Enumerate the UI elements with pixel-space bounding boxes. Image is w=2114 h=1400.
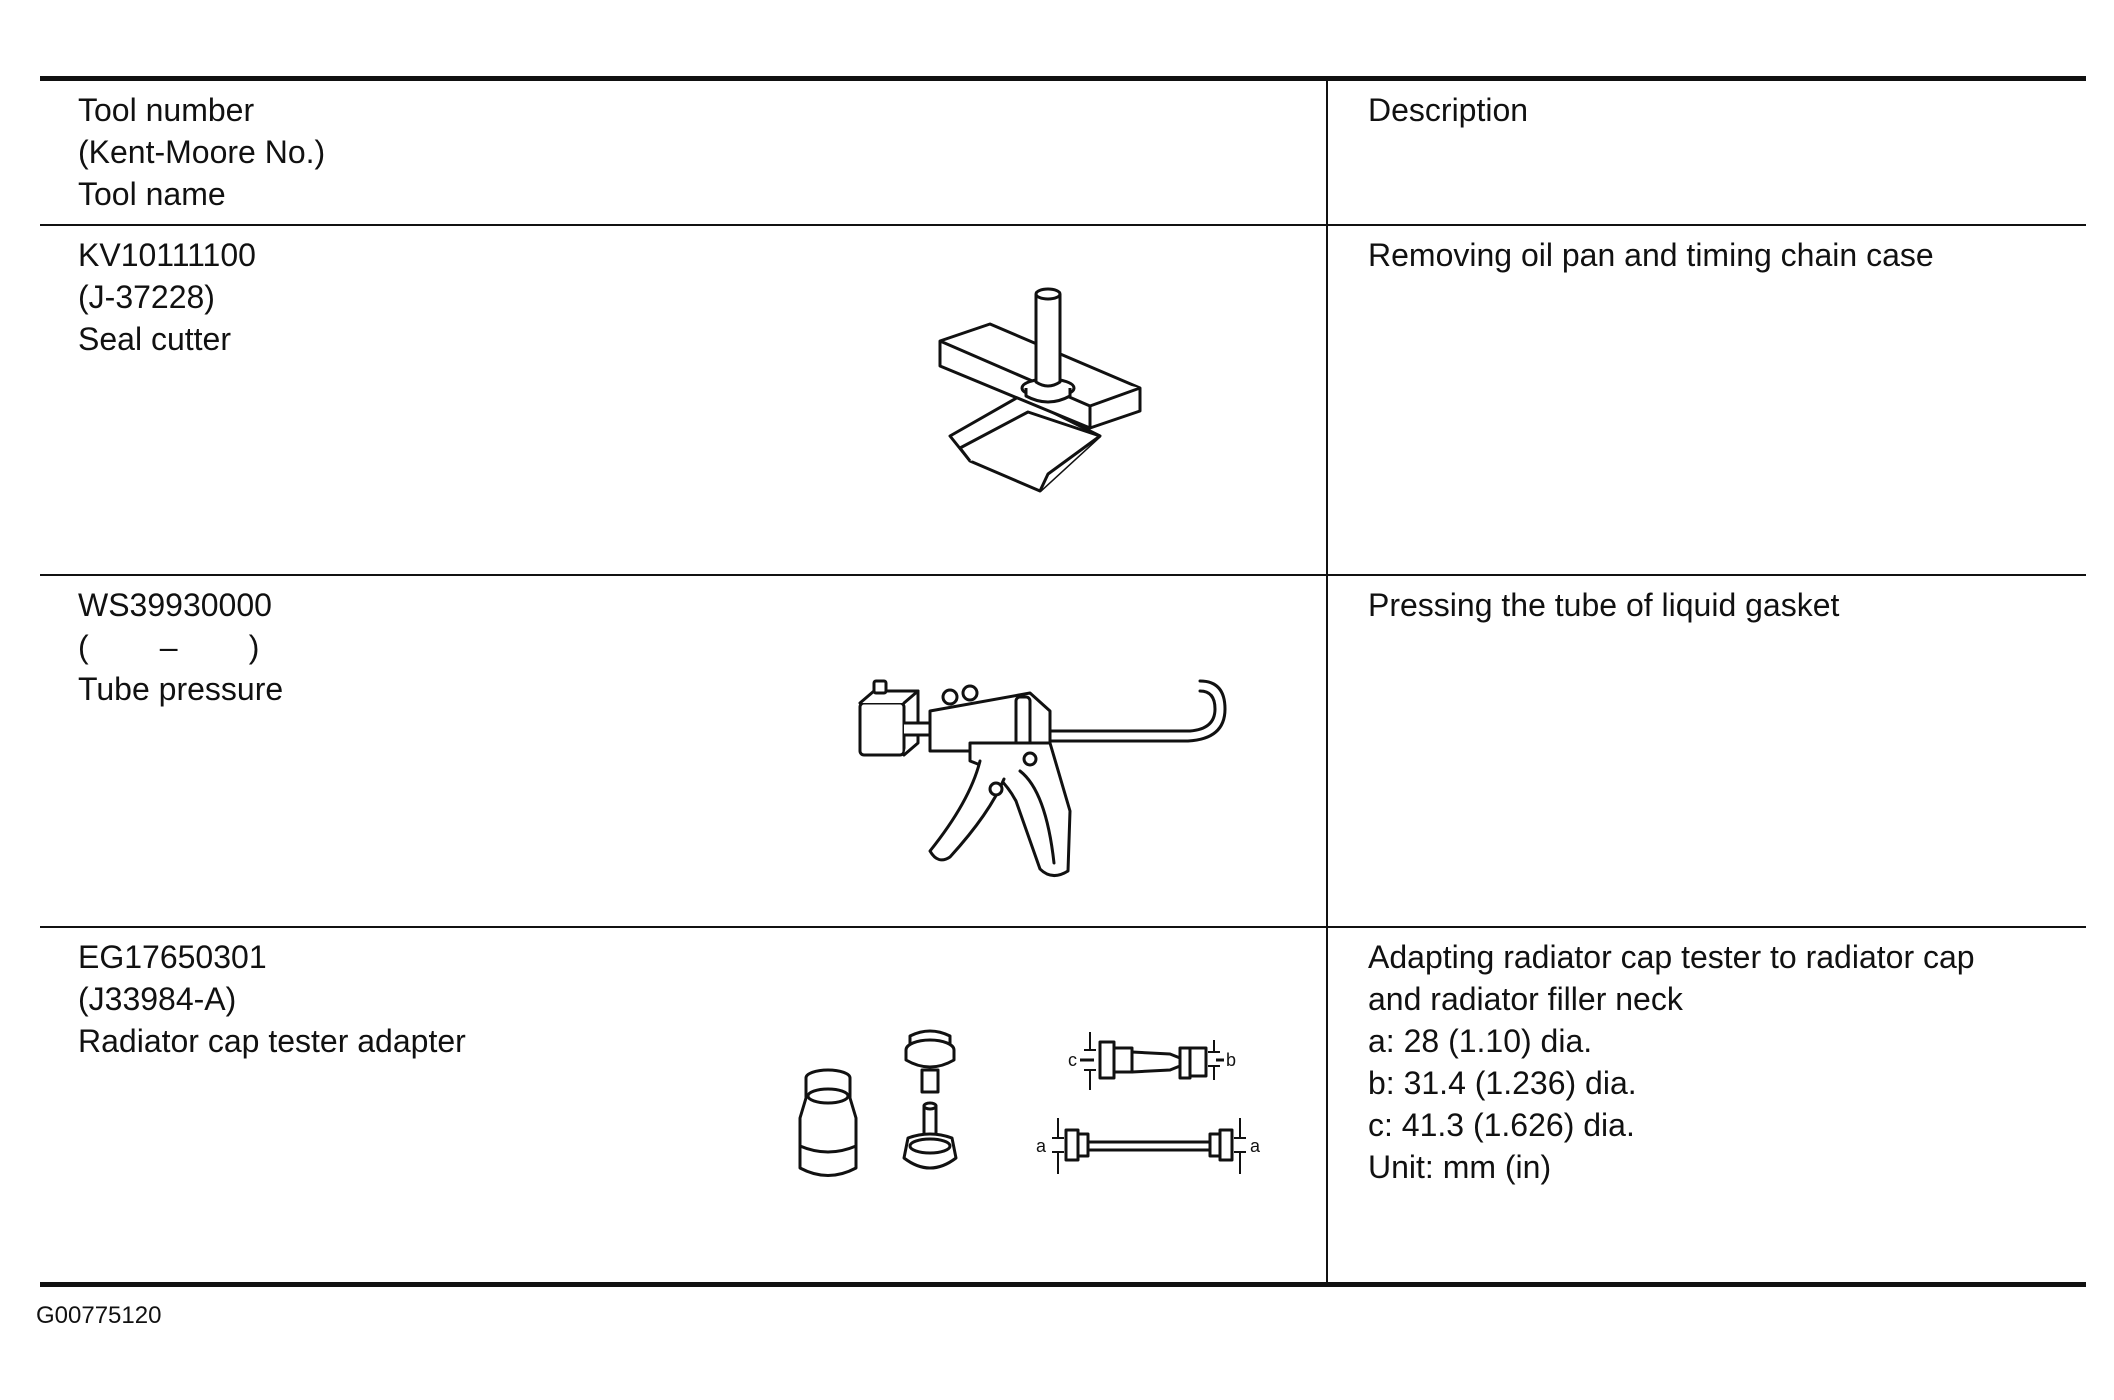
table-row: WS39930000 ( – ) Tube pressure (40, 574, 2086, 926)
kent-moore-number: (J-37228) (78, 279, 215, 315)
column-divider (1326, 81, 1328, 224)
tool-number: KV10111100 (78, 237, 256, 273)
unit-note: Unit: mm (in) (1368, 1149, 1552, 1185)
header-tool-name: Tool name (78, 176, 226, 212)
tool-name: Radiator cap tester adapter (78, 1023, 466, 1059)
special-tools-table: Tool number (Kent-Moore No.) Tool name D… (40, 76, 2086, 1287)
kent-moore-number: (J33984-A) (78, 981, 237, 1017)
dimension-label-a: a (1036, 1136, 1047, 1156)
dimension-a-value: a: 28 (1.10) dia. (1368, 1023, 1593, 1059)
tool-description: Pressing the tube of liquid gasket (1368, 587, 1840, 623)
tool-description-cell: Pressing the tube of liquid gasket (1368, 584, 2068, 626)
tool-description-cell: Adapting radiator cap tester to radiator… (1368, 936, 2068, 1188)
seal-cutter-icon (900, 286, 1160, 516)
header-kent-moore-no: (Kent-Moore No.) (78, 134, 326, 170)
table-row: KV10111100 (J-37228) Seal cutter (40, 224, 2086, 574)
dimension-label-b: b (1226, 1050, 1236, 1070)
dimension-c-value: c: 41.3 (1.626) dia. (1368, 1107, 1635, 1143)
tool-name: Tube pressure (78, 671, 284, 707)
header-right-cell: Description (1368, 89, 2068, 131)
special-tools-sheet: Tool number (Kent-Moore No.) Tool name D… (40, 76, 2086, 1287)
tool-description-line: Adapting radiator cap tester to radiator… (1368, 939, 1975, 975)
kent-moore-number: ( – ) (78, 629, 260, 665)
header-left-cell: Tool number (Kent-Moore No.) Tool name (78, 89, 1278, 215)
table-header-row: Tool number (Kent-Moore No.) Tool name D… (40, 81, 2086, 224)
tool-info-cell: WS39930000 ( – ) Tube pressure (78, 584, 1278, 710)
header-tool-number: Tool number (78, 92, 255, 128)
tool-description-line: and radiator filler neck (1368, 981, 1683, 1017)
tool-name: Seal cutter (78, 321, 231, 357)
table-row: EG17650301 (J33984-A) Radiator cap teste… (40, 926, 2086, 1282)
column-divider (1326, 226, 1328, 574)
dimension-label-c: c (1068, 1050, 1077, 1070)
tube-pressure-gun-icon (820, 651, 1240, 881)
column-divider (1326, 928, 1328, 1282)
tool-info-cell: KV10111100 (J-37228) Seal cutter (78, 234, 1278, 360)
tool-info-cell: EG17650301 (J33984-A) Radiator cap teste… (78, 936, 1278, 1062)
dimension-label-a: a (1250, 1136, 1261, 1156)
radiator-cap-adapter-icon: c b a a (760, 1018, 1320, 1218)
header-description: Description (1368, 92, 1529, 128)
tool-number: EG17650301 (78, 939, 267, 975)
column-divider (1326, 576, 1328, 926)
tool-description-cell: Removing oil pan and timing chain case (1368, 234, 2068, 276)
figure-id: G00775120 (36, 1302, 162, 1329)
tool-description: Removing oil pan and timing chain case (1368, 237, 1934, 273)
dimension-b-value: b: 31.4 (1.236) dia. (1368, 1065, 1637, 1101)
tool-number: WS39930000 (78, 587, 272, 623)
